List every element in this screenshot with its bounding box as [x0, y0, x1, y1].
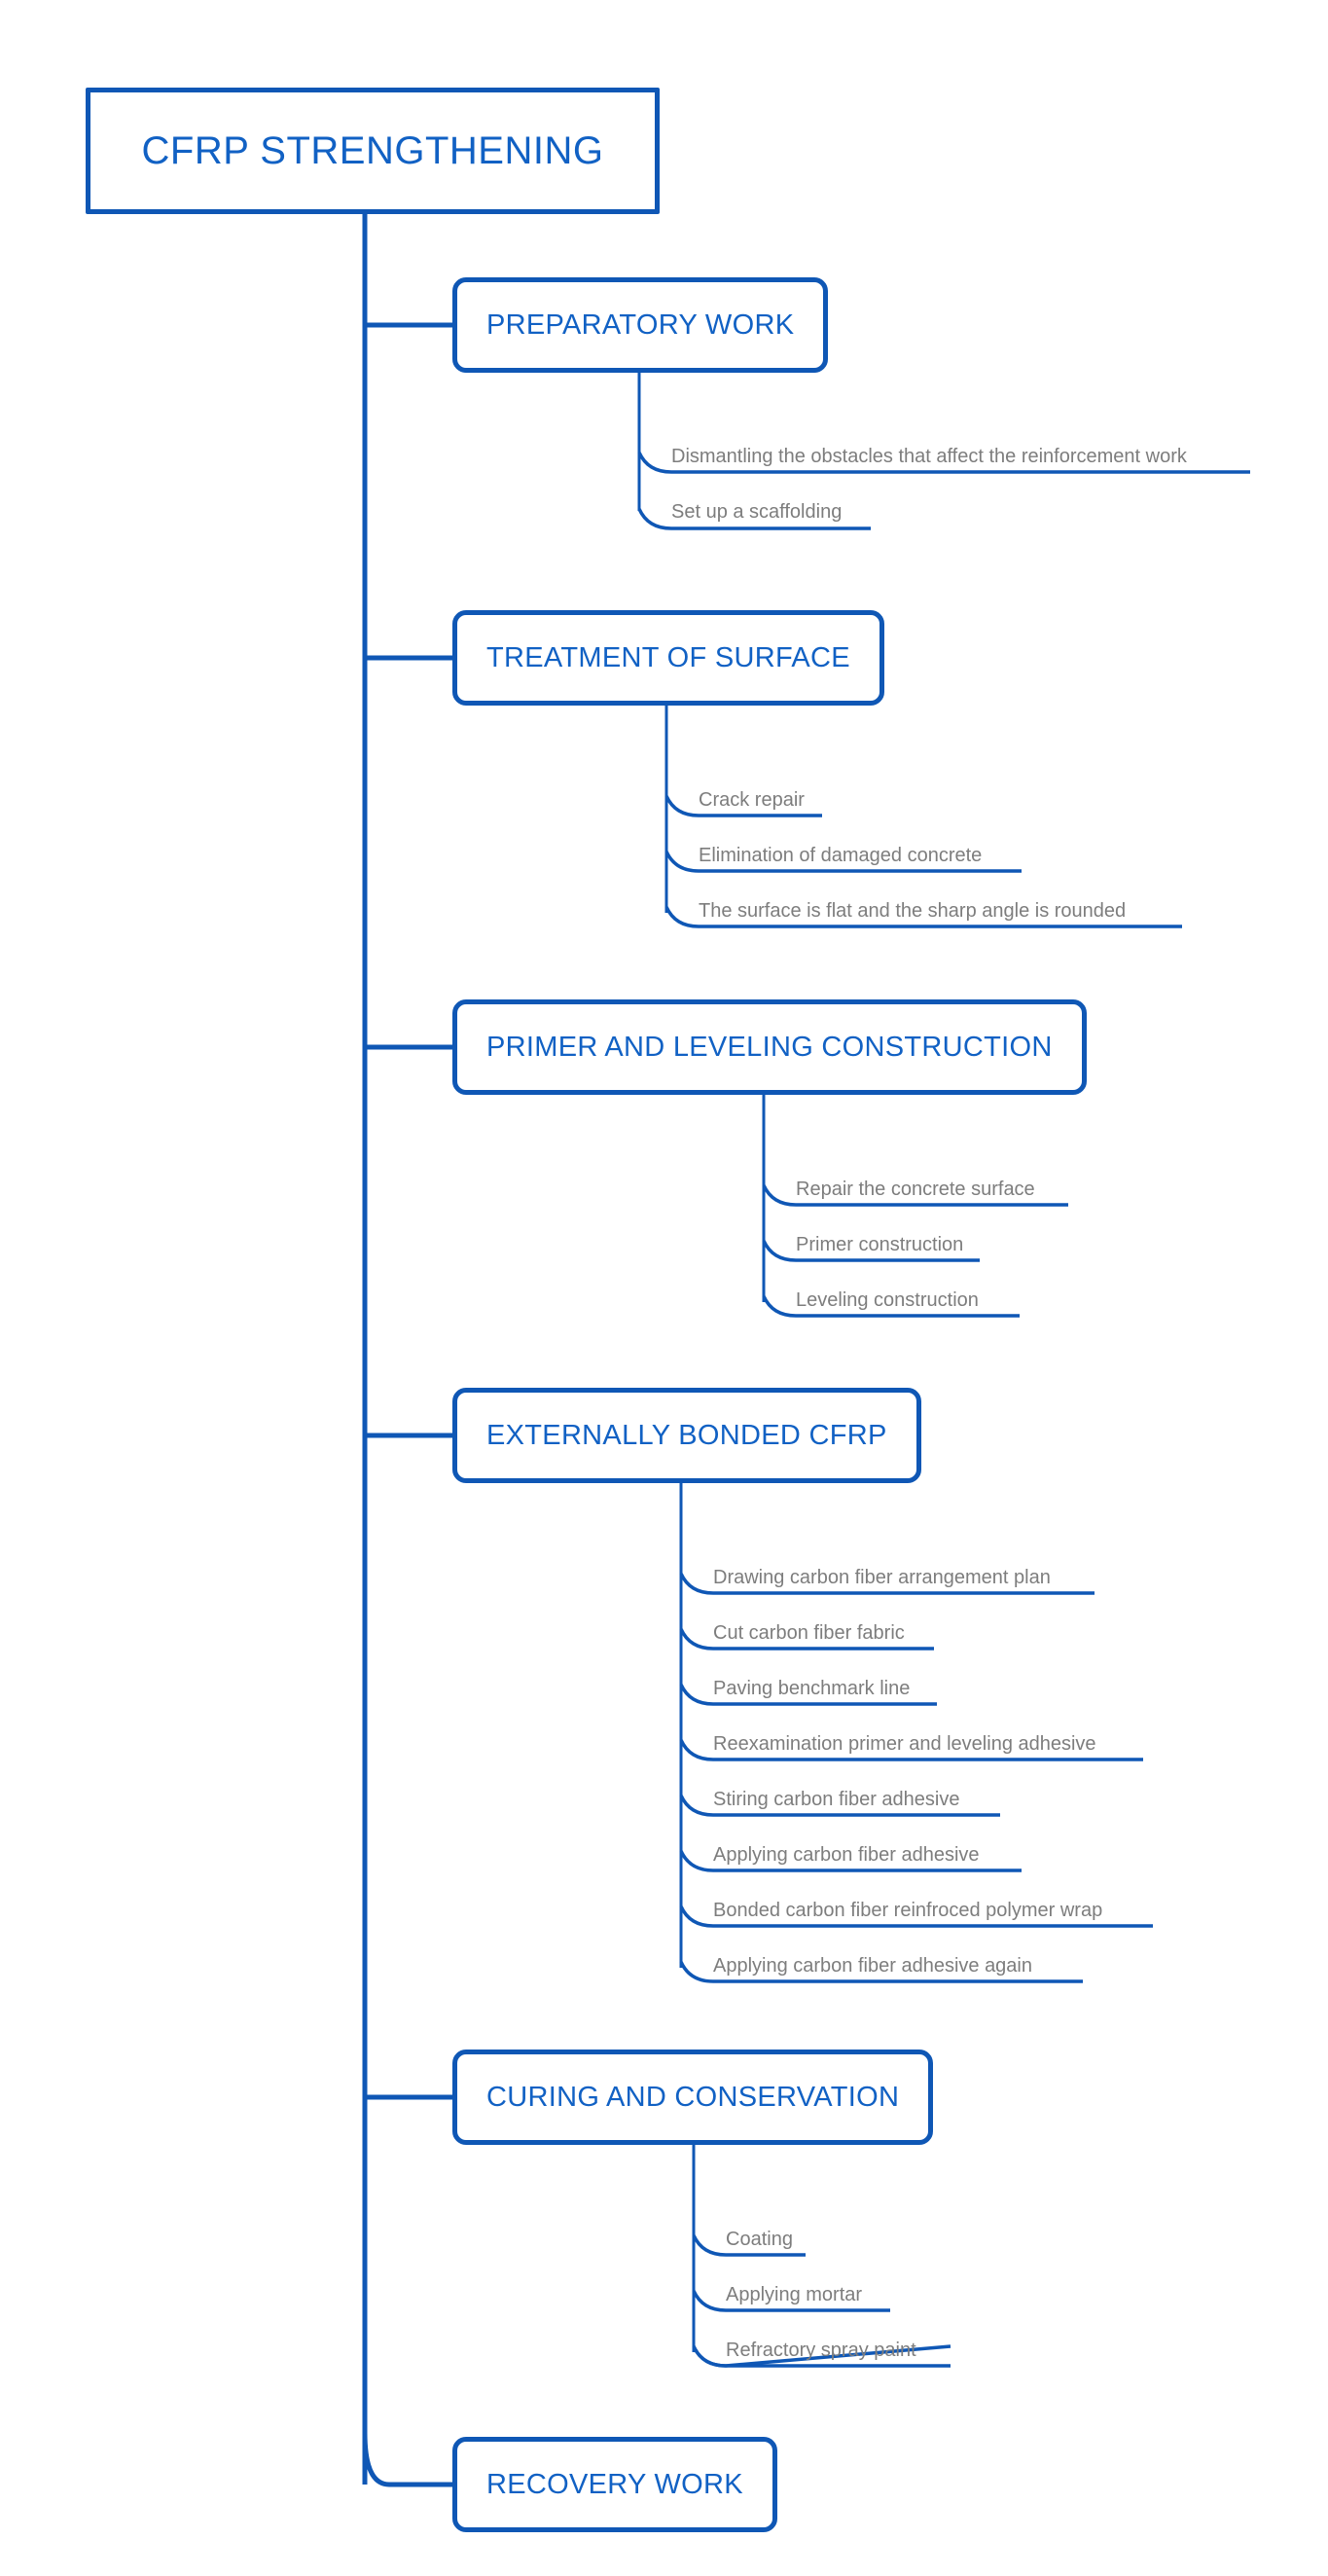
branch-node-preparatory-work[interactable]: PREPARATORY WORK: [452, 277, 829, 373]
branch-label: TREATMENT OF SURFACE: [486, 641, 850, 673]
leaf-item[interactable]: Applying mortar: [726, 2268, 862, 2310]
leaf-item[interactable]: Applying carbon fiber adhesive again: [713, 1939, 1032, 1981]
leaf-label: Cut carbon fiber fabric: [713, 1622, 905, 1644]
leaf-label: Repair the concrete surface: [796, 1179, 1035, 1200]
leaf-label: Applying carbon fiber adhesive: [713, 1844, 980, 1866]
branch-node-recovery-work[interactable]: RECOVERY WORK: [452, 2437, 777, 2532]
leaf-item[interactable]: Drawing carbon fiber arrangement plan: [713, 1550, 1051, 1593]
leaf-label: Applying mortar: [726, 2284, 863, 2305]
branch-node-treatment-of-surface[interactable]: TREATMENT OF SURFACE: [452, 610, 884, 706]
leaf-label: Dismantling the obstacles that affect th…: [671, 446, 1187, 467]
branch-connector-6: [362, 2432, 452, 2487]
leaf-item[interactable]: The surface is flat and the sharp angle …: [699, 884, 1126, 926]
leaf-label: Leveling construction: [796, 1289, 979, 1311]
leaf-item[interactable]: Stiring carbon fiber adhesive: [713, 1772, 959, 1815]
branch-label: RECOVERY WORK: [486, 2468, 743, 2500]
leaf-item[interactable]: Cut carbon fiber fabric: [713, 1606, 905, 1649]
leaf-label: Elimination of damaged concrete: [699, 845, 983, 866]
root-label: CFRP STRENGTHENING: [141, 128, 604, 172]
leaf-label: Stiring carbon fiber adhesive: [713, 1789, 960, 1810]
branch-node-curing-and-conservation[interactable]: CURING AND CONSERVATION: [452, 2050, 934, 2145]
leaf-item[interactable]: Elimination of damaged concrete: [699, 828, 982, 871]
leaf-item[interactable]: Leveling construction: [796, 1273, 979, 1316]
branch-node-externally-bonded-cfrp[interactable]: EXTERNALLY BONDED CFRP: [452, 1388, 921, 1483]
leaf-label: Drawing carbon fiber arrangement plan: [713, 1567, 1051, 1588]
leaf-item[interactable]: Repair the concrete surface: [796, 1162, 1035, 1205]
leaf-label: Coating: [726, 2229, 793, 2250]
leaf-item[interactable]: Bonded carbon fiber reinfroced polymer w…: [713, 1883, 1102, 1926]
branch-label: PRIMER AND LEVELING CONSTRUCTION: [486, 1031, 1053, 1063]
leaf-item[interactable]: Refractory spray paint: [726, 2323, 916, 2366]
leaf-item[interactable]: Crack repair: [699, 773, 805, 816]
leaf-label: Bonded carbon fiber reinfroced polymer w…: [713, 1900, 1103, 1921]
leaf-label: Set up a scaffolding: [671, 501, 843, 523]
leaf-label: Reexamination primer and leveling adhesi…: [713, 1733, 1096, 1755]
leaf-label: Primer construction: [796, 1234, 964, 1255]
leaf-label: The surface is flat and the sharp angle …: [699, 900, 1127, 922]
leaf-item[interactable]: Reexamination primer and leveling adhesi…: [713, 1717, 1096, 1760]
leaf-item[interactable]: Coating: [726, 2212, 793, 2255]
leaf-item[interactable]: Paving benchmark line: [713, 1661, 910, 1704]
root-node[interactable]: CFRP STRENGTHENING: [86, 88, 660, 214]
branch-label: EXTERNALLY BONDED CFRP: [486, 1419, 887, 1451]
leaf-label: Applying carbon fiber adhesive again: [713, 1955, 1032, 1977]
leaf-item[interactable]: Applying carbon fiber adhesive: [713, 1828, 980, 1870]
branch-node-primer-and-leveling-construction[interactable]: PRIMER AND LEVELING CONSTRUCTION: [452, 999, 1087, 1095]
branch-label: CURING AND CONSERVATION: [486, 2081, 900, 2113]
branch-label: PREPARATORY WORK: [486, 308, 795, 341]
leaf-label: Paving benchmark line: [713, 1678, 911, 1699]
leaf-item[interactable]: Dismantling the obstacles that affect th…: [671, 429, 1187, 472]
leaf-label: Refractory spray paint: [726, 2340, 916, 2361]
leaf-label: Crack repair: [699, 789, 805, 811]
leaf-item[interactable]: Set up a scaffolding: [671, 485, 842, 527]
leaf-item[interactable]: Primer construction: [796, 1217, 963, 1260]
